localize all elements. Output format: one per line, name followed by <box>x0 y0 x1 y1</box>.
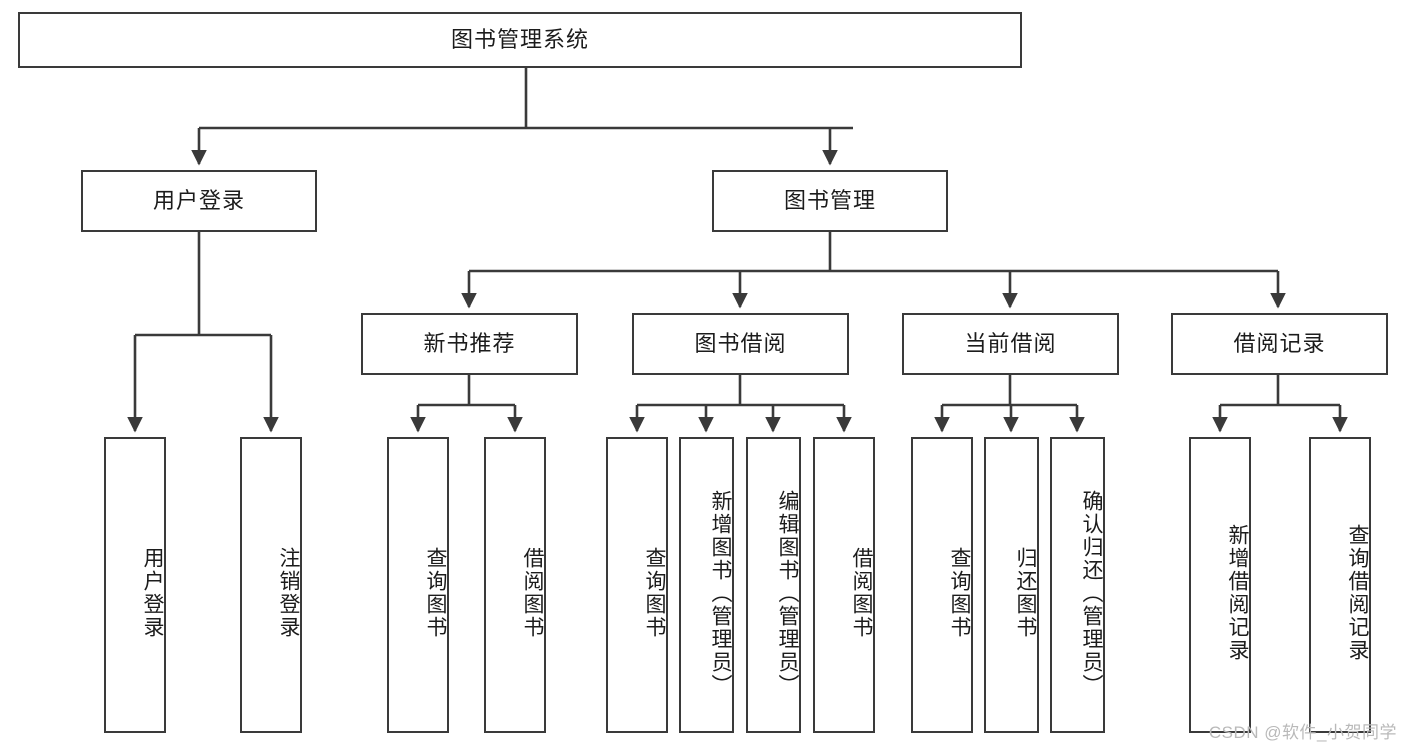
node-leaf-borrow-book-2[interactable]: 借阅图书 <box>813 437 875 733</box>
node-leaf-borrow-book-1-label: 借阅图书 <box>521 547 544 639</box>
node-leaf-add-record-label: 新增借阅记录 <box>1226 524 1249 662</box>
node-current-borrow-label: 当前借阅 <box>964 330 1057 356</box>
node-leaf-query-record[interactable]: 查询借阅记录 <box>1309 437 1371 733</box>
node-book-manage[interactable]: 图书管理 <box>712 170 948 232</box>
node-current-borrow[interactable]: 当前借阅 <box>902 313 1119 375</box>
node-leaf-return-book[interactable]: 归还图书 <box>984 437 1039 733</box>
node-user-login-label: 用户登录 <box>152 187 245 213</box>
node-borrow-record-label: 借阅记录 <box>1233 330 1326 356</box>
node-leaf-user-logout-label: 注销登录 <box>277 547 300 639</box>
node-leaf-add-book-label: 新增图书（管理员） <box>709 489 732 697</box>
node-book-borrow[interactable]: 图书借阅 <box>632 313 849 375</box>
node-leaf-edit-book[interactable]: 编辑图书（管理员） <box>746 437 801 733</box>
node-leaf-query-book-3-label: 查询图书 <box>948 547 971 639</box>
node-leaf-return-book-label: 归还图书 <box>1014 547 1037 639</box>
node-leaf-add-book[interactable]: 新增图书（管理员） <box>679 437 734 733</box>
node-new-book-recommend-label: 新书推荐 <box>423 330 516 356</box>
node-leaf-confirm-return[interactable]: 确认归还（管理员） <box>1050 437 1105 733</box>
node-leaf-user-logout[interactable]: 注销登录 <box>240 437 302 733</box>
node-leaf-user-login-label: 用户登录 <box>141 547 164 639</box>
node-leaf-confirm-return-label: 确认归还（管理员） <box>1080 489 1103 697</box>
node-new-book-recommend[interactable]: 新书推荐 <box>361 313 578 375</box>
node-leaf-borrow-book-1[interactable]: 借阅图书 <box>484 437 546 733</box>
node-leaf-borrow-book-2-label: 借阅图书 <box>850 547 873 639</box>
node-root-label: 图书管理系统 <box>450 26 589 52</box>
node-leaf-query-book-2-label: 查询图书 <box>643 547 666 639</box>
node-leaf-add-record[interactable]: 新增借阅记录 <box>1189 437 1251 733</box>
node-borrow-record[interactable]: 借阅记录 <box>1171 313 1388 375</box>
node-root[interactable]: 图书管理系统 <box>18 12 1022 68</box>
node-leaf-query-book-2[interactable]: 查询图书 <box>606 437 668 733</box>
node-leaf-edit-book-label: 编辑图书（管理员） <box>776 489 799 697</box>
watermark: CSDN @软件_小贺同学 <box>1208 723 1397 742</box>
node-leaf-query-record-label: 查询借阅记录 <box>1346 524 1369 662</box>
node-leaf-query-book-1-label: 查询图书 <box>424 547 447 639</box>
node-leaf-query-book-3[interactable]: 查询图书 <box>911 437 973 733</box>
node-leaf-query-book-1[interactable]: 查询图书 <box>387 437 449 733</box>
node-leaf-user-login[interactable]: 用户登录 <box>104 437 166 733</box>
node-user-login[interactable]: 用户登录 <box>81 170 317 232</box>
node-book-manage-label: 图书管理 <box>783 187 876 213</box>
node-book-borrow-label: 图书借阅 <box>694 330 787 356</box>
